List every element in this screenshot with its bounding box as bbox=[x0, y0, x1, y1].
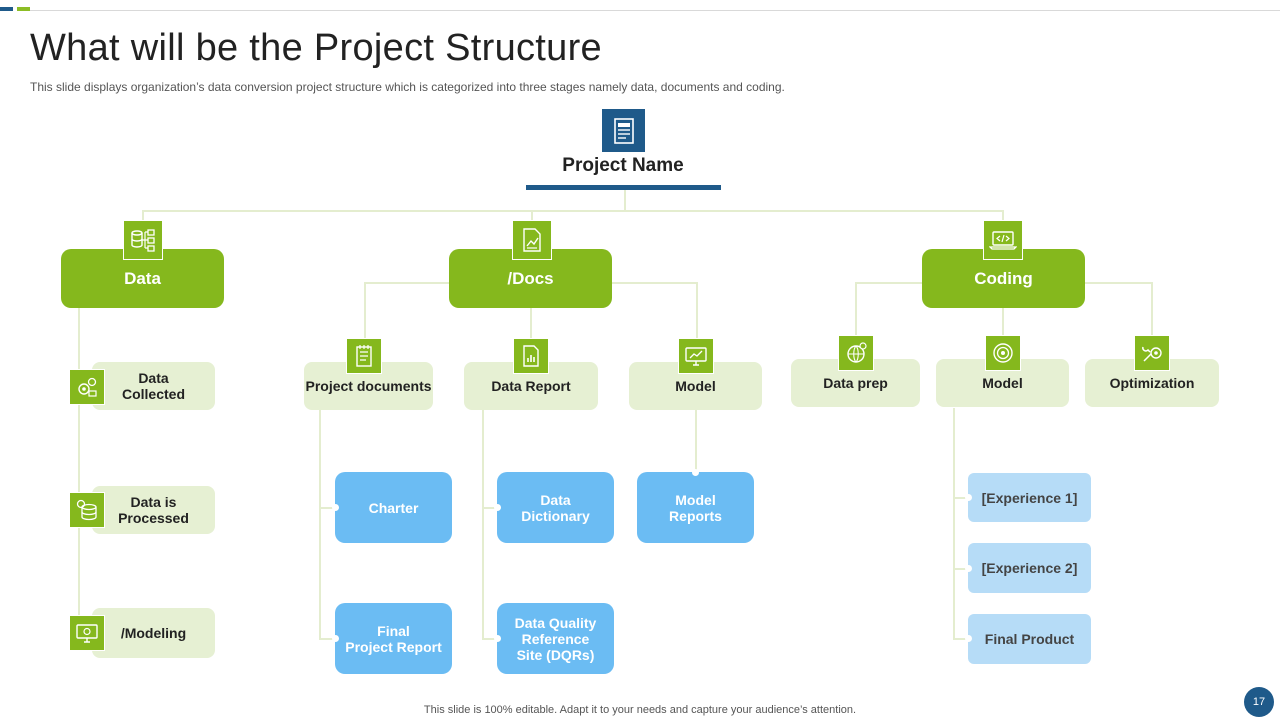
connector-dot bbox=[965, 565, 972, 572]
slide-title: What will be the Project Structure bbox=[30, 27, 602, 69]
connector bbox=[482, 410, 484, 640]
monitor-chart-icon bbox=[678, 338, 714, 374]
connector bbox=[696, 282, 698, 340]
connector bbox=[531, 210, 533, 222]
connector bbox=[953, 568, 970, 570]
connector-dot bbox=[494, 635, 501, 642]
project-name-title: Project Name bbox=[562, 155, 684, 176]
node-final-product: Final Product bbox=[968, 614, 1091, 664]
slide-subtitle: This slide displays organization’s data … bbox=[30, 80, 785, 94]
notes-icon bbox=[346, 338, 382, 374]
connector-dot bbox=[965, 635, 972, 642]
gears-icon bbox=[69, 369, 105, 405]
accent-bar-blue bbox=[0, 7, 13, 11]
connector-dot bbox=[332, 504, 339, 511]
accent-bar-green bbox=[17, 7, 30, 11]
report-icon bbox=[513, 338, 549, 374]
database-structure-icon bbox=[123, 220, 163, 260]
node-final-project-report: Final Project Report bbox=[335, 603, 452, 674]
node-data-processed: Data is Processed bbox=[92, 486, 215, 534]
connector bbox=[319, 507, 337, 509]
connector bbox=[319, 410, 321, 640]
category-coding: Coding bbox=[922, 249, 1085, 308]
connector bbox=[953, 497, 970, 499]
globe-gear-icon bbox=[838, 335, 874, 371]
connector bbox=[364, 282, 366, 340]
connector-dot bbox=[965, 494, 972, 501]
connector bbox=[953, 408, 955, 640]
connector bbox=[142, 210, 1004, 212]
connector bbox=[319, 638, 337, 640]
connector bbox=[142, 210, 144, 222]
document-icon bbox=[602, 109, 645, 152]
page-number: 17 bbox=[1244, 687, 1274, 717]
node-experience-1: [Experience 1] bbox=[968, 473, 1091, 522]
node-data-collected: Data Collected bbox=[92, 362, 215, 410]
chart-document-icon bbox=[512, 220, 552, 260]
slide-footer: This slide is 100% editable. Adapt it to… bbox=[423, 704, 857, 716]
connector-dot bbox=[692, 469, 699, 476]
connector bbox=[624, 190, 626, 210]
connector bbox=[1151, 282, 1153, 338]
node-experience-2: [Experience 2] bbox=[968, 543, 1091, 593]
node-model-reports: Model Reports bbox=[637, 472, 754, 543]
node-data-quality-reference-site: Data Quality Reference Site (DQRs) bbox=[497, 603, 614, 674]
top-rule bbox=[30, 10, 1280, 11]
connector bbox=[482, 507, 499, 509]
node-modeling: /Modeling bbox=[92, 608, 215, 658]
project-name-underline bbox=[526, 185, 721, 190]
connector bbox=[482, 638, 499, 640]
connector bbox=[695, 410, 697, 473]
connector bbox=[530, 307, 532, 340]
monitor-icon bbox=[69, 615, 105, 651]
connector bbox=[855, 282, 857, 338]
connector bbox=[1002, 210, 1004, 222]
connector bbox=[953, 638, 970, 640]
target-icon bbox=[985, 335, 1021, 371]
connector bbox=[78, 307, 80, 635]
node-data-prep: Data prep bbox=[791, 359, 920, 407]
node-optimization: Optimization bbox=[1085, 359, 1219, 407]
node-charter: Charter bbox=[335, 472, 452, 543]
connector-dot bbox=[494, 504, 501, 511]
connector-dot bbox=[332, 635, 339, 642]
tools-icon bbox=[1134, 335, 1170, 371]
node-data-dictionary: Data Dictionary bbox=[497, 472, 614, 543]
connector bbox=[1002, 307, 1004, 338]
database-process-icon bbox=[69, 492, 105, 528]
laptop-code-icon bbox=[983, 220, 1023, 260]
